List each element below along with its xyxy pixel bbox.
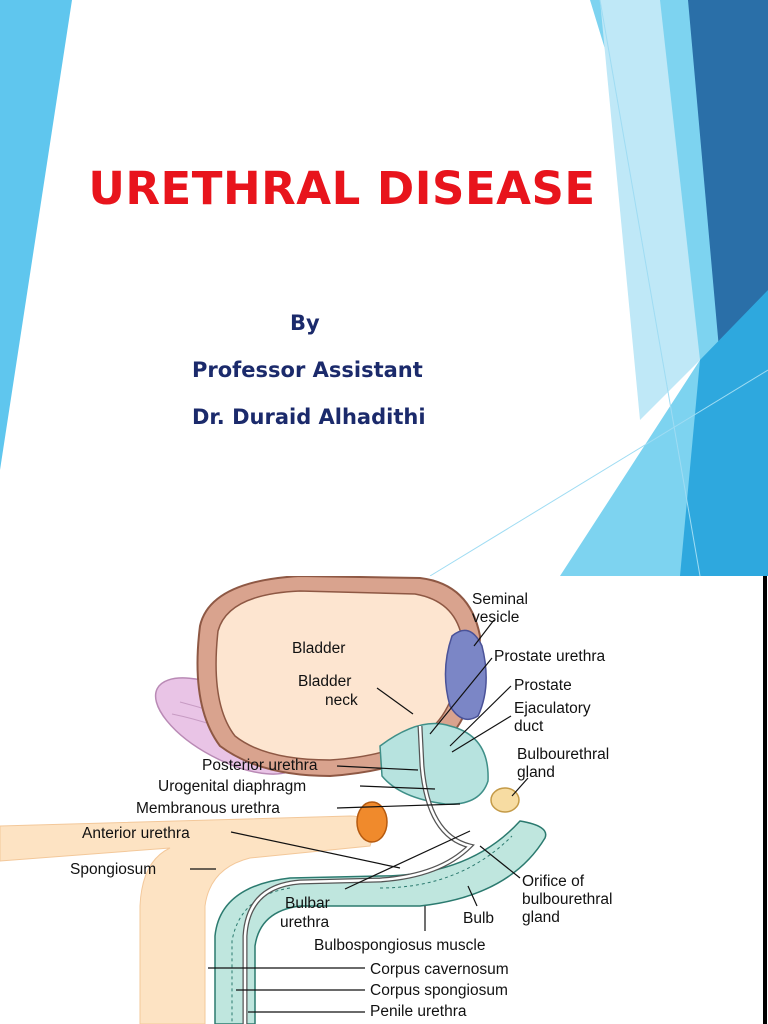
label-membranous-urethra: Membranous urethra [136,800,280,817]
leader-lines [190,619,529,1013]
label-penile-urethra: Penile urethra [370,1003,467,1020]
label-urogenital-diaphragm: Urogenital diaphragm [158,778,306,795]
prostate [379,722,489,805]
seminal-vesicle [444,629,487,721]
right-accent-mid [680,290,768,576]
right-accent-pale [600,0,700,420]
urogenital-diaphragm [356,801,388,843]
label-bulb: Bulb [463,910,494,927]
label-prostate-urethra: Prostate urethra [494,648,606,665]
byline-by: By [290,311,320,335]
accent-line [429,369,768,577]
label-bulbospongiosus: Bulbospongiosus muscle [314,937,485,954]
bulb-spongiosum [214,820,547,1024]
label-corpus-spongiosum: Corpus spongiosum [370,982,508,999]
label-anterior-urethra: Anterior urethra [82,825,190,842]
slide-title: URETHRAL DISEASE [88,162,596,215]
author-name: Dr. Duraid Alhadithi [192,405,426,429]
label-posterior-urethra: Posterior urethra [202,757,318,774]
label-prostate: Prostate [514,677,572,694]
label-bladder: Bladder [292,640,345,657]
author-role: Professor Assistant [192,358,423,382]
accent-line-2 [599,0,701,577]
right-accent-dark [688,0,768,410]
label-corpus-cavernosum: Corpus cavernosum [370,961,509,978]
left-accent-triangle [0,0,72,470]
label-spongiosum: Spongiosum [70,861,156,878]
bulbourethral-gland [490,787,520,813]
